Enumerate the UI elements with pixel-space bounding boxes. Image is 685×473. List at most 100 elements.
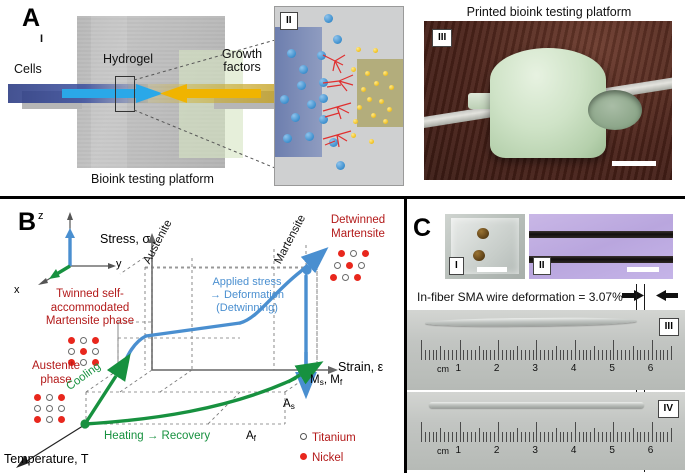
ruler-tick (598, 432, 599, 442)
ruler-tick (555, 428, 557, 442)
austenite-label-line-2: phase (40, 373, 72, 386)
ruler-tick (582, 432, 584, 442)
twinned-label-line-3: Martensite phase (45, 315, 135, 328)
ruler-tick (563, 432, 565, 442)
zoom-region-box (115, 76, 135, 112)
printed-platform-photo: III (424, 21, 672, 180)
ruler-tick (609, 432, 611, 442)
ruler-number: 6 (647, 363, 654, 374)
ruler-tick (459, 422, 461, 442)
deformation-annotation: In-fiber SMA wire deformation = 3.07% (417, 290, 623, 304)
ruler-tick (424, 350, 426, 360)
marker-af: Af (246, 430, 256, 443)
ruler-tick (474, 350, 476, 360)
panel-c-iii-label: III (658, 318, 679, 336)
scale-bar-i (477, 267, 507, 272)
ruler-tick (578, 350, 580, 360)
sma-stress-strain-temperature-plot (16, 233, 338, 468)
stress-axis-label: Stress, σ (100, 232, 151, 246)
marker-ms-mf: Ms, Mf (310, 374, 342, 387)
ruler-tick (494, 350, 496, 360)
ruler-tick (667, 350, 669, 360)
ruler-tick (482, 432, 484, 442)
ruler-tick (482, 350, 484, 360)
axis-z-label: z (38, 210, 44, 222)
ruler-tick (540, 350, 542, 360)
panel-c-image-i: I (445, 214, 525, 279)
panel-c-iv-label: IV (657, 400, 679, 418)
strain-axis-label: Strain, ε (338, 360, 384, 374)
ruler-tick (663, 350, 665, 360)
ruler-tick (628, 350, 630, 360)
ruler-tick (505, 432, 507, 442)
ruler-tick (555, 346, 557, 360)
ruler-tick (436, 350, 438, 360)
legend-nickel-label: Nickel (312, 452, 344, 464)
ruler-tick (571, 350, 572, 360)
marker-mf-sub: f (339, 377, 343, 387)
cells-label: Cells (14, 62, 42, 76)
panel-a-letter: A (22, 4, 41, 32)
ruler-tick (671, 428, 673, 442)
ruler-tick (617, 350, 619, 360)
ruler-tick (648, 350, 649, 360)
ruler-tick (551, 350, 553, 360)
ruler-tick (474, 432, 476, 442)
ruler-tick (667, 432, 669, 442)
ruler-tick (571, 432, 572, 442)
growth-factors-line-1: Growth (221, 47, 263, 61)
ruler-tick (605, 350, 607, 360)
panel-c-ii-label: II (533, 257, 551, 275)
ruler-tick (436, 432, 438, 442)
ruler-tick (624, 350, 626, 360)
ruler-tick (447, 350, 449, 360)
ruler-tick (636, 432, 638, 442)
ruler-tick (455, 350, 457, 360)
cell-compartment (275, 27, 322, 157)
marker-af-sub: f (253, 433, 257, 443)
ruler-tick (505, 350, 507, 360)
ruler-number: 5 (609, 445, 615, 456)
titanium-open-circle-icon (300, 433, 307, 440)
ruler-tick (432, 350, 434, 360)
ruler-tick (598, 350, 599, 360)
panel-c-image-ii: II (529, 214, 673, 279)
marker-ms-sub: s (319, 377, 324, 387)
ruler-tick (659, 432, 661, 442)
ruler-tick (586, 350, 588, 360)
marker-as-sub: s (290, 401, 295, 411)
sma-wire-lower (529, 256, 673, 263)
ruler-tick (528, 350, 530, 360)
ruler-tick (490, 350, 492, 360)
ruler-tick (559, 432, 561, 442)
ruler-tick (540, 432, 542, 442)
ruler-number: 4 (570, 363, 577, 374)
detwinned-label-line-2: Martensite (331, 227, 385, 240)
ruler-tick (632, 346, 634, 360)
ruler-tick (478, 428, 480, 442)
ruler-tick (567, 432, 569, 442)
growth-factors-label: Growth factors (207, 47, 277, 74)
growth-factor-compartment (357, 59, 403, 127)
ruler-tick (532, 432, 534, 442)
ruler-tick (632, 428, 634, 442)
ruler-number: 3 (532, 363, 538, 374)
marker-mf: M (330, 374, 340, 386)
ruler-tick (432, 432, 434, 442)
ruler-tick (459, 340, 461, 360)
ruler-tick (617, 432, 619, 442)
ruler-tick (521, 350, 522, 360)
ruler-tick (444, 350, 446, 360)
legend-nickel: Nickel (300, 452, 343, 464)
ruler-tick (621, 432, 623, 442)
ruler-tick (532, 350, 534, 360)
panel-b-letter: B (18, 208, 37, 236)
marker-af-letter: A (246, 430, 254, 442)
legend-titanium: Titanium (300, 432, 356, 444)
ruler-tick (663, 432, 665, 442)
panel-a-inset-ii-label: II (280, 12, 298, 30)
ruler-tick (544, 350, 546, 360)
ruler-tick (559, 350, 561, 360)
